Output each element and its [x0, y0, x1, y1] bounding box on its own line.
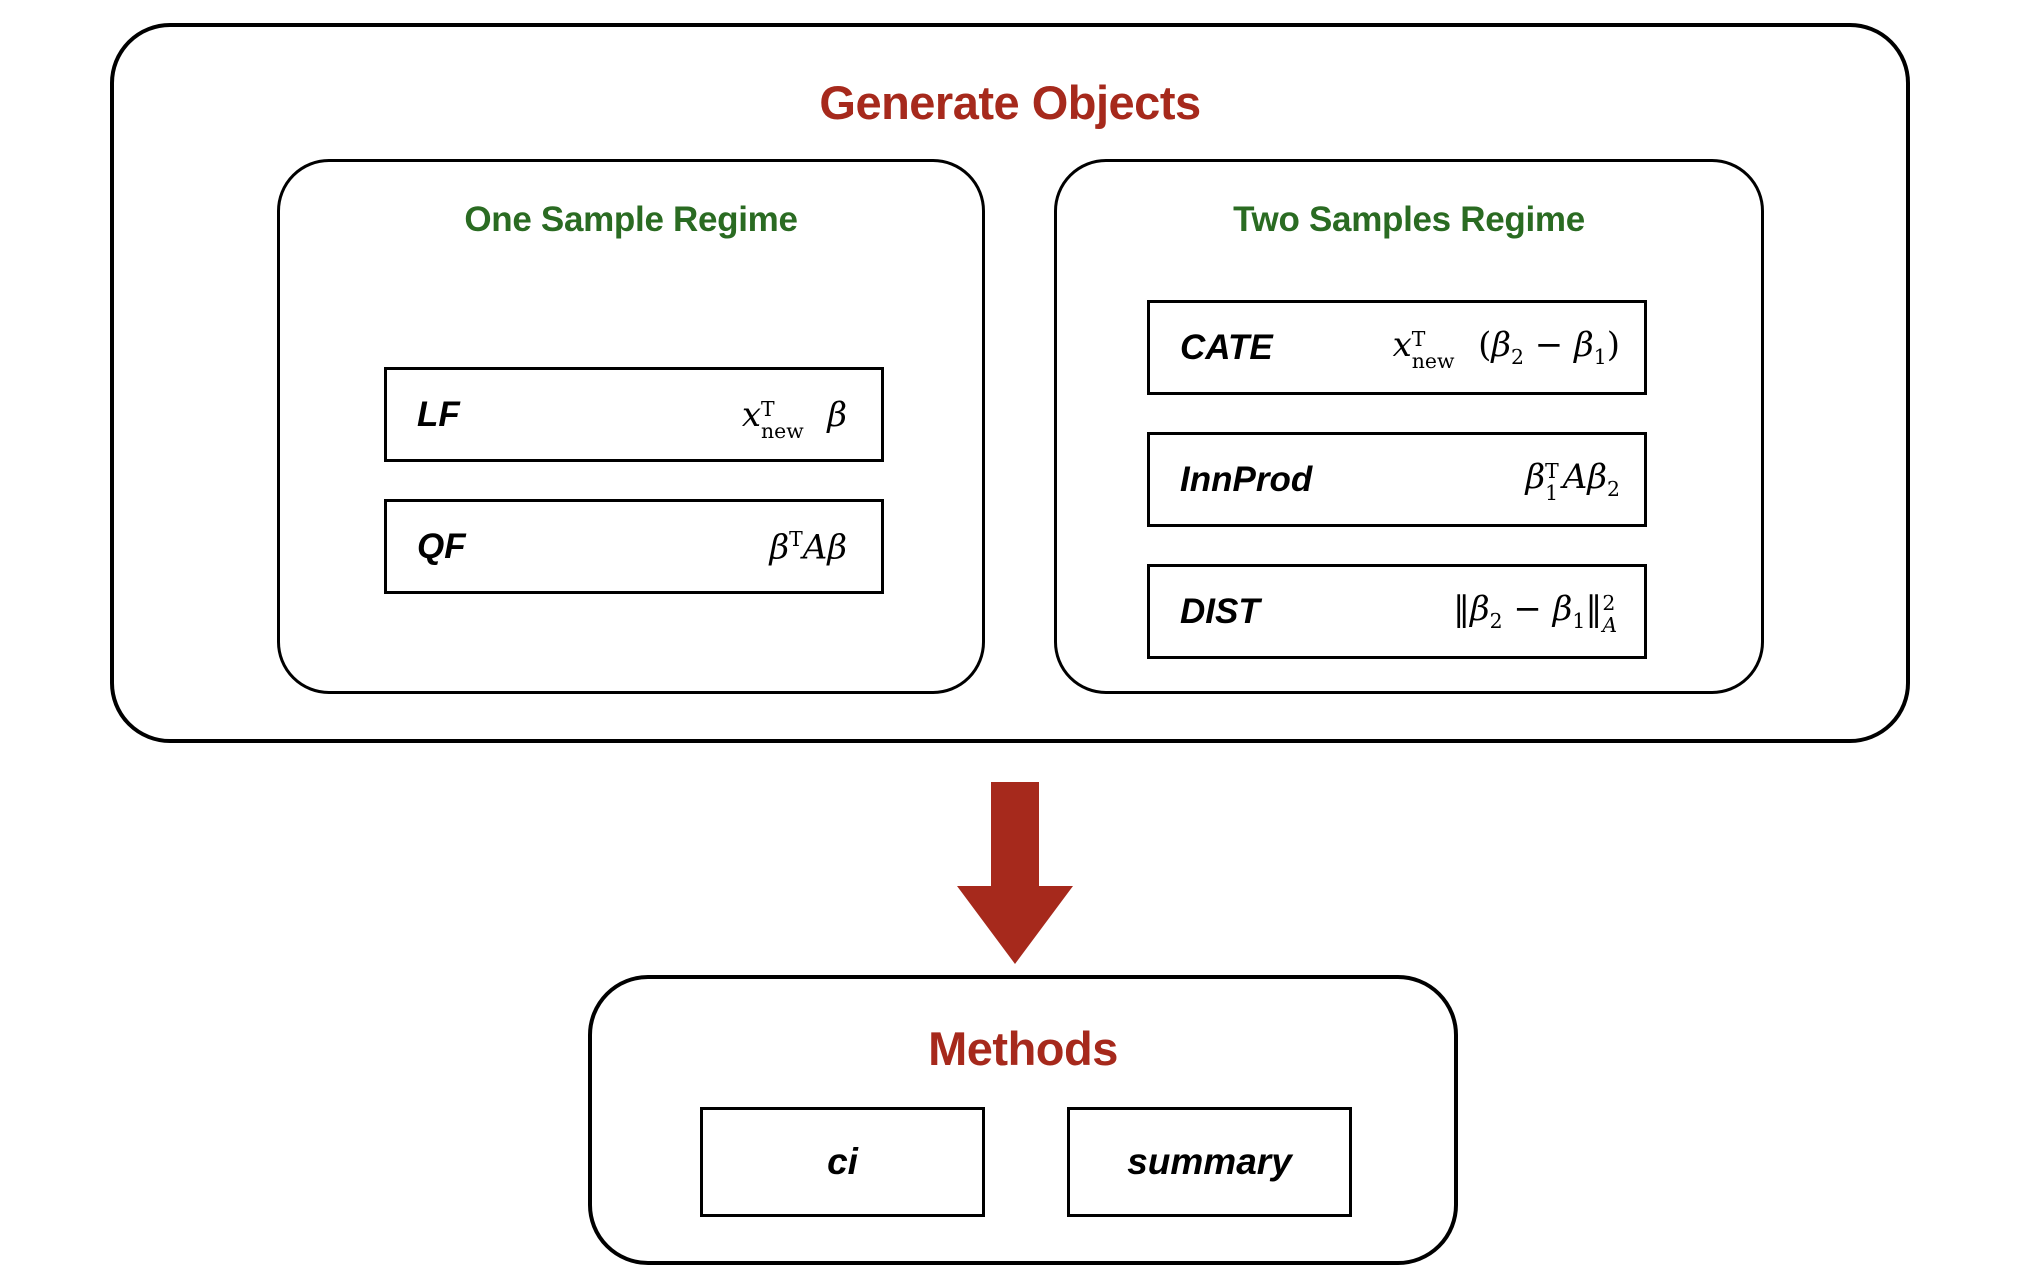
method-box-ci[interactable]: ci	[700, 1107, 985, 1217]
object-row-qf[interactable]: QF βTAβ	[384, 499, 884, 594]
object-label-innprod: InnProd	[1180, 459, 1313, 499]
object-formula-qf: βTAβ	[769, 526, 847, 568]
method-box-summary[interactable]: summary	[1067, 1107, 1352, 1217]
object-label-dist: DIST	[1180, 591, 1260, 631]
method-label-summary: summary	[1127, 1141, 1292, 1182]
methods-title: Methods	[928, 1022, 1118, 1075]
methods-panel: Methods ci summary	[588, 975, 1458, 1265]
object-label-qf: QF	[417, 526, 466, 566]
one-sample-regime-title: One Sample Regime	[464, 200, 798, 239]
object-label-cate: CATE	[1180, 327, 1273, 367]
two-samples-regime-title: Two Samples Regime	[1233, 200, 1585, 239]
object-label-lf: LF	[417, 394, 460, 434]
generate-objects-title: Generate Objects	[819, 76, 1201, 129]
method-label-ci: ci	[827, 1141, 858, 1182]
down-arrow-icon	[955, 782, 1075, 967]
